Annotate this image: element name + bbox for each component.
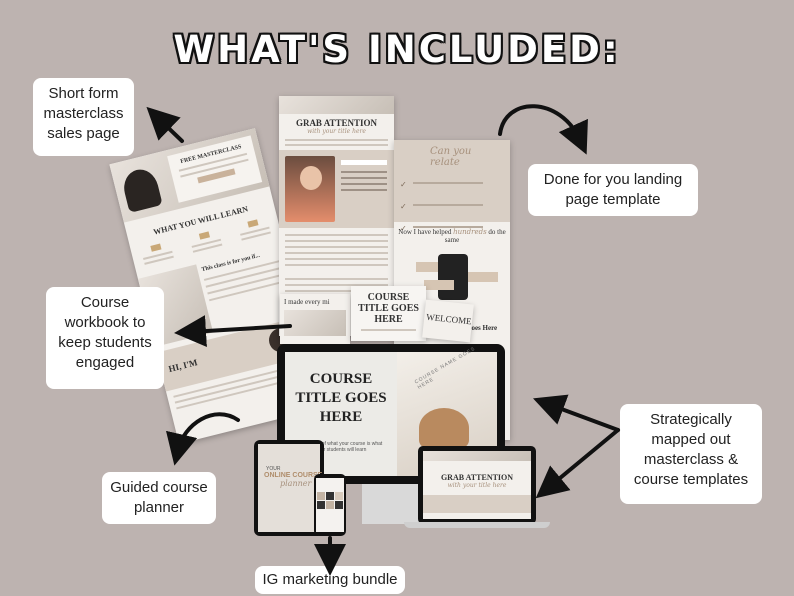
title-script: with your title here — [307, 128, 366, 135]
laptop-device: GRAB ATTENTION with your title here — [418, 446, 536, 524]
landing-page-mockup: GRAB ATTENTION with your title here — [279, 96, 394, 336]
planner-online-course: ONLINE COURSE — [264, 472, 323, 479]
helped-heading: Now I have helped hundreds do the same — [398, 228, 506, 244]
page-title: WHAT'S INCLUDED: — [173, 28, 621, 71]
label-landing-page: Done for you landing page template — [528, 164, 698, 216]
relate-heading: Can you relate — [430, 146, 472, 168]
label-templates: Strategically mapped out masterclass & c… — [620, 404, 762, 504]
bio-page-mockup: I made every mi — [280, 294, 350, 344]
monitor-stand — [362, 484, 420, 524]
phone-device — [314, 474, 346, 536]
course-title-small: COURSE TITLE GOES HERE — [358, 292, 419, 325]
course-title-big: COURSE TITLE GOES HERE — [295, 371, 387, 425]
planner-script: planner — [280, 479, 312, 488]
laptop-grab-attention: GRAB ATTENTION — [440, 473, 514, 482]
label-ig-bundle: IG marketing bundle — [255, 566, 405, 594]
course-title-page-mockup: COURSE TITLE GOES HERE — [351, 286, 426, 341]
course-summary: summary of what your course is what your… — [299, 441, 383, 453]
label-planner: Guided course planner — [102, 472, 216, 524]
tablet-device: YOUR ONLINE COURSE planner — [254, 440, 324, 536]
label-workbook: Course workbook to keep students engaged — [46, 287, 164, 389]
label-sales-page: Short form masterclass sales page — [33, 78, 134, 156]
grab-attention-heading: GRAB ATTENTION — [295, 118, 378, 128]
laptop-base — [404, 522, 550, 528]
laptop-title-script: with your title here — [447, 482, 507, 489]
i-made-every-text: I made every mi — [284, 298, 330, 306]
planner-your: YOUR — [266, 466, 281, 472]
